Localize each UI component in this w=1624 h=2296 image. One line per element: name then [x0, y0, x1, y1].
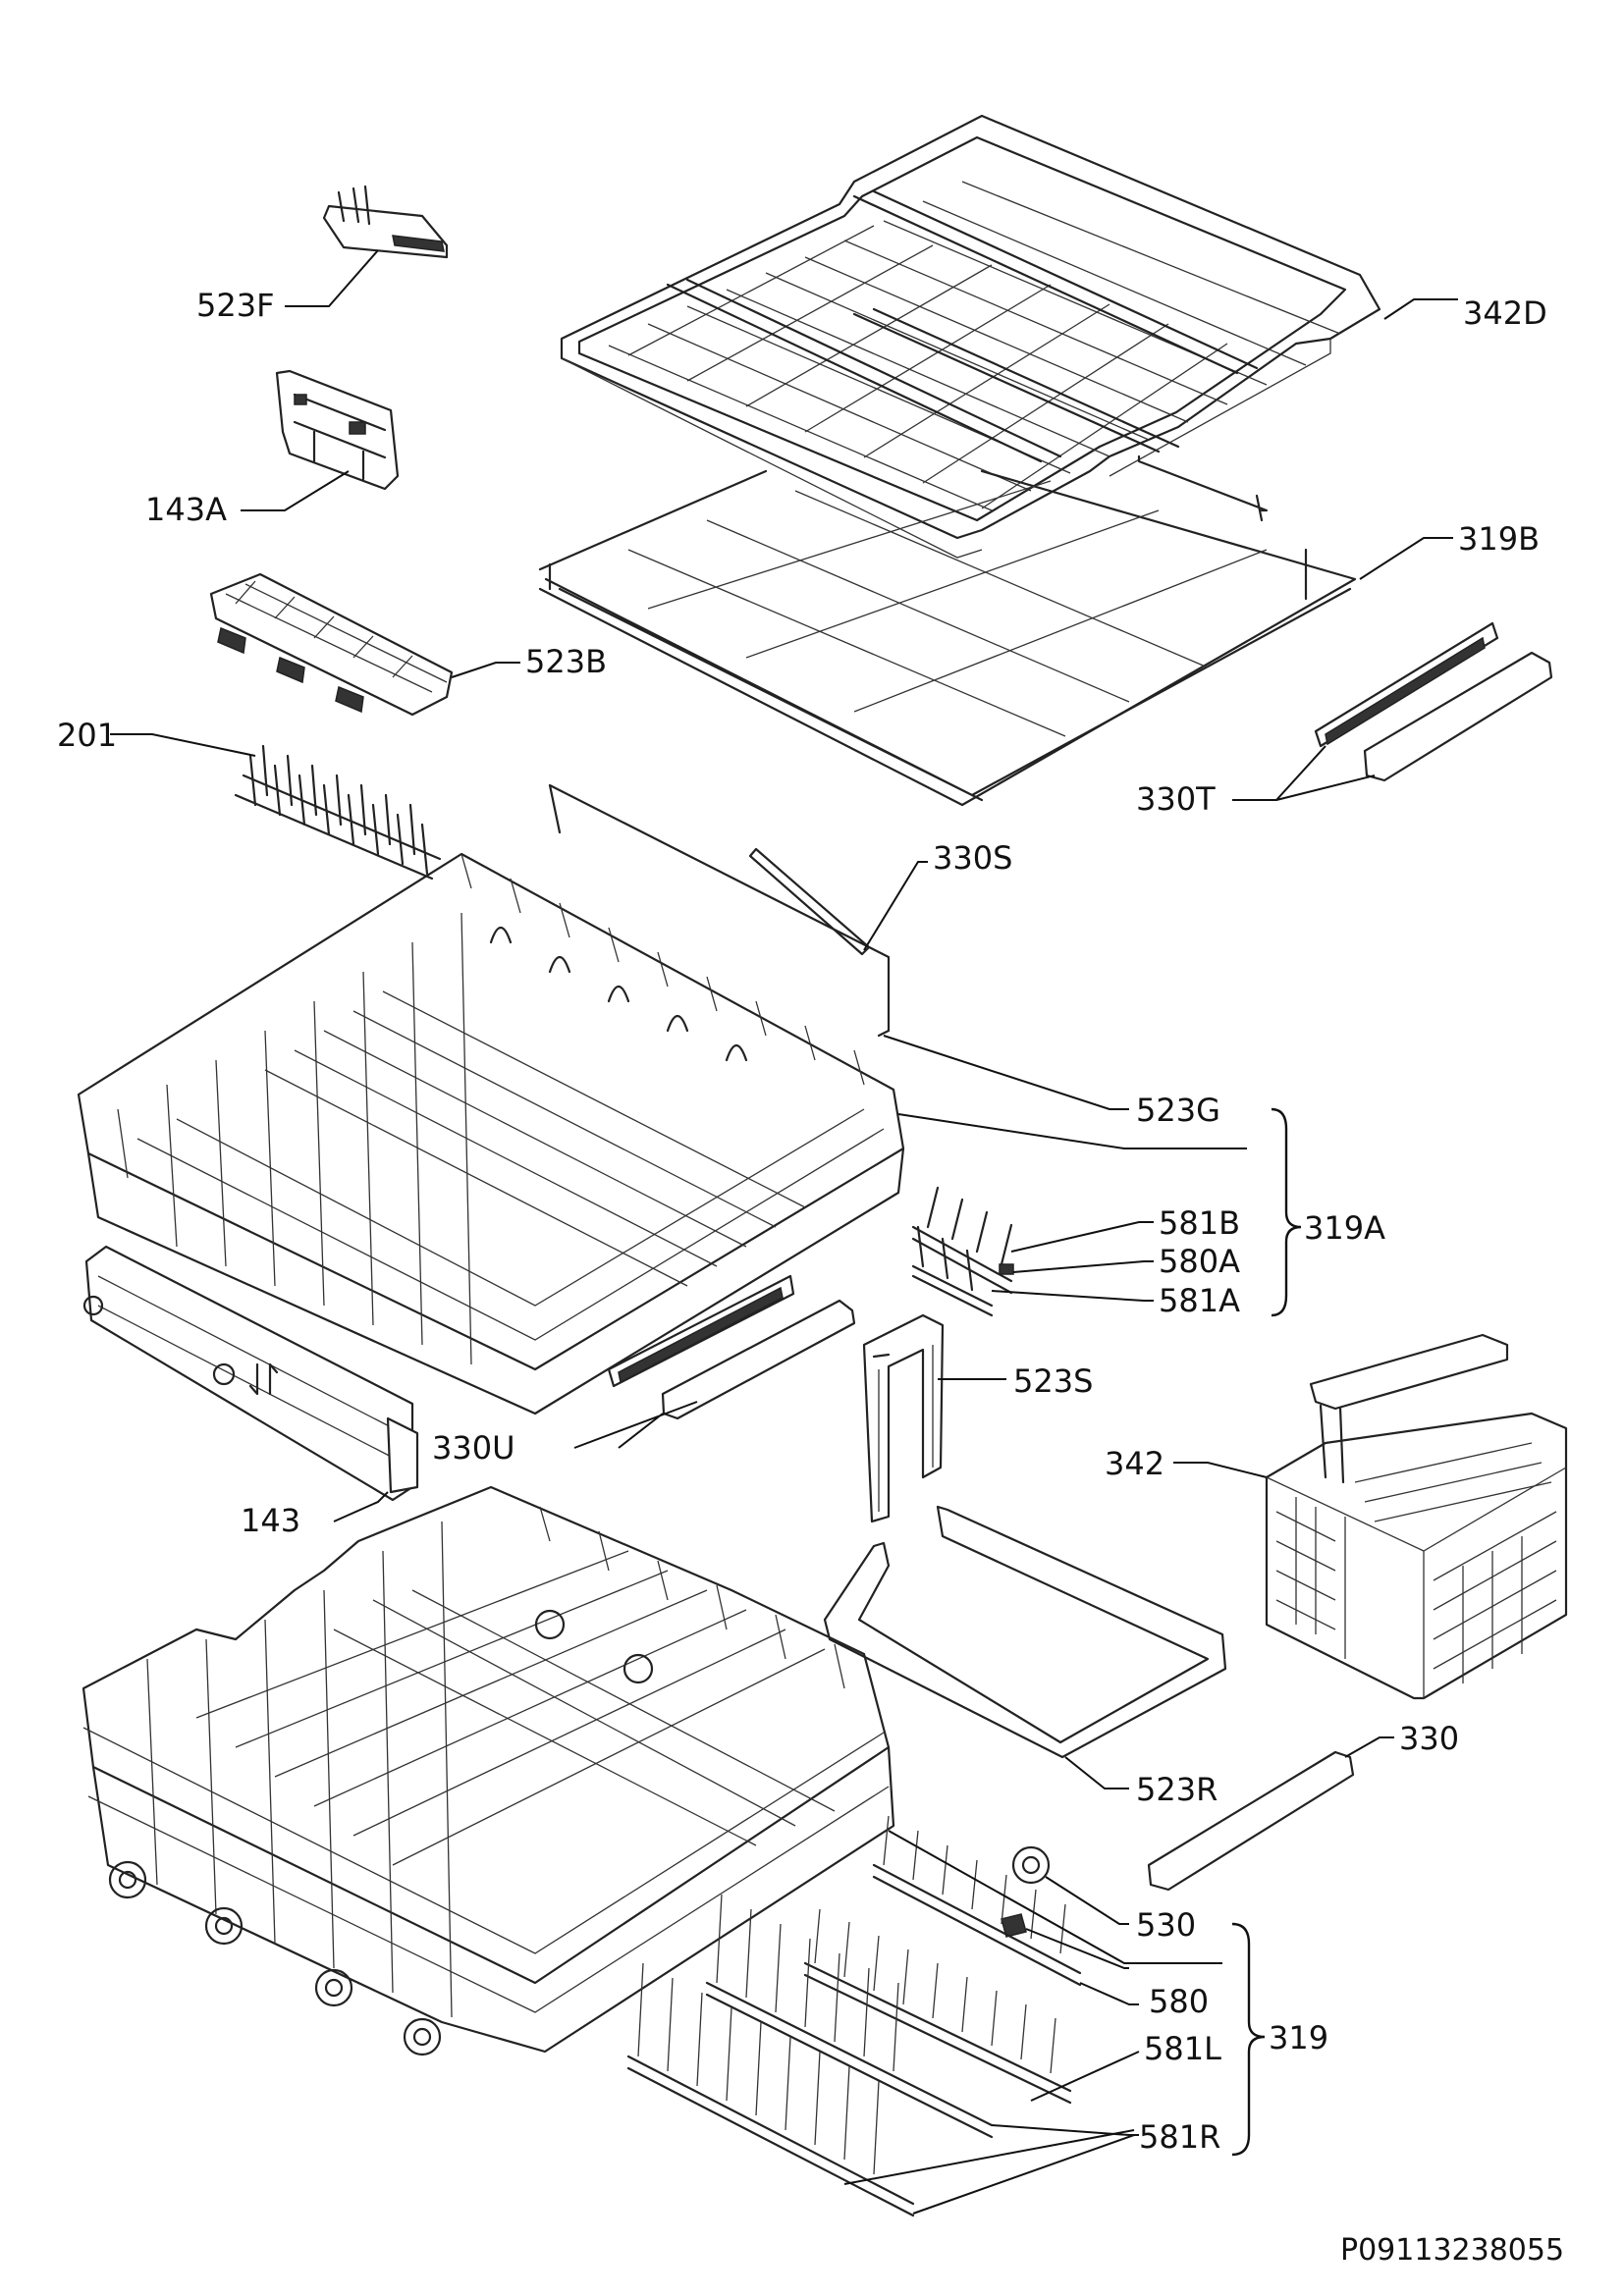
label-319A: 319A	[1304, 1209, 1385, 1247]
label-319: 319	[1269, 2019, 1328, 2056]
part-330T	[1314, 621, 1553, 782]
part-523B	[209, 572, 454, 717]
part-580	[1001, 1913, 1027, 1938]
label-581L: 581L	[1144, 2030, 1221, 2067]
label-330U: 330U	[432, 1429, 515, 1467]
upper-basket	[77, 852, 905, 1415]
label-523G: 523G	[1136, 1092, 1220, 1129]
label-523F: 523F	[196, 287, 274, 324]
brace-319	[1231, 1922, 1266, 2157]
part-581B-580A-581A	[911, 1186, 1014, 1317]
label-530: 530	[1136, 1906, 1196, 1944]
label-523B: 523B	[525, 643, 607, 680]
part-143	[82, 1245, 419, 1502]
part-330U	[607, 1274, 856, 1420]
part-530	[1011, 1845, 1051, 1885]
label-330S: 330S	[933, 839, 1012, 877]
leader-lines	[110, 249, 1458, 2215]
part-319B	[538, 454, 1357, 807]
label-143A: 143A	[145, 491, 227, 528]
part-523R	[823, 1505, 1227, 1759]
brace-319A	[1271, 1107, 1302, 1317]
drawing-reference-number: P09113238055	[1340, 2233, 1564, 2268]
part-342D	[560, 114, 1381, 559]
label-580A: 580A	[1159, 1243, 1240, 1280]
part-581R	[626, 1894, 994, 2217]
label-143: 143	[241, 1502, 300, 1539]
part-342	[1265, 1333, 1568, 1700]
part-581L	[803, 1815, 1082, 2105]
label-330: 330	[1399, 1720, 1459, 1757]
part-143A	[275, 369, 400, 491]
label-342D: 342D	[1463, 294, 1547, 332]
part-523S	[862, 1313, 945, 1523]
part-523F	[322, 185, 449, 259]
lower-basket	[81, 1485, 895, 2056]
label-523S: 523S	[1013, 1362, 1093, 1400]
label-201: 201	[57, 717, 117, 754]
part-201	[234, 744, 442, 881]
label-319B: 319B	[1458, 520, 1540, 558]
part-523G	[548, 783, 891, 1038]
label-581R: 581R	[1139, 2118, 1220, 2156]
label-581A: 581A	[1159, 1282, 1240, 1319]
label-342: 342	[1105, 1445, 1164, 1482]
label-580: 580	[1149, 1983, 1209, 2020]
callout-labels: 523F 342D 143A 319B 523B 201 330T 330S 5…	[57, 287, 1564, 2268]
label-581B: 581B	[1159, 1204, 1240, 1242]
label-330T: 330T	[1136, 780, 1216, 818]
part-330	[1147, 1750, 1355, 1892]
part-330S	[748, 847, 871, 956]
label-523R: 523R	[1136, 1771, 1218, 1808]
